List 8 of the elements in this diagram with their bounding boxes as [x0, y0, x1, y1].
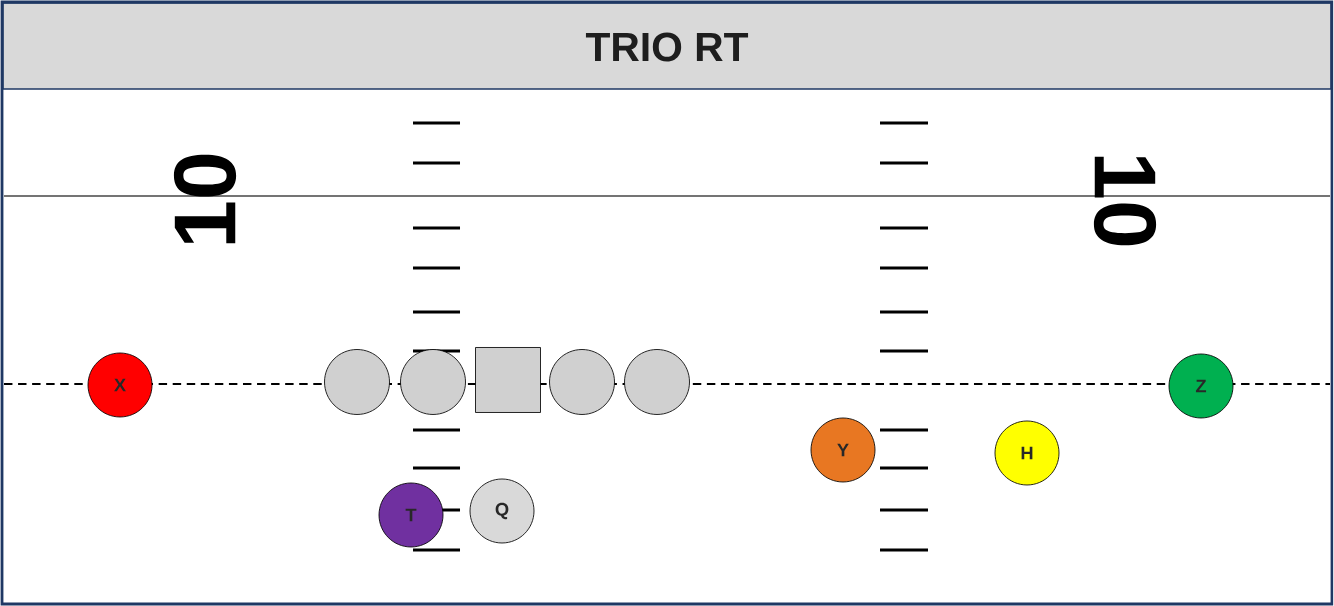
lineman-circle: [400, 349, 466, 415]
lineman-circle: [549, 349, 615, 415]
title-bar: TRIO RT: [2, 2, 1332, 90]
yard-number: 10: [1093, 156, 1157, 246]
lineman-circle: [624, 349, 690, 415]
lineman-circle: [324, 349, 390, 415]
center-square: [475, 347, 541, 413]
yard-number: 10: [173, 154, 237, 244]
